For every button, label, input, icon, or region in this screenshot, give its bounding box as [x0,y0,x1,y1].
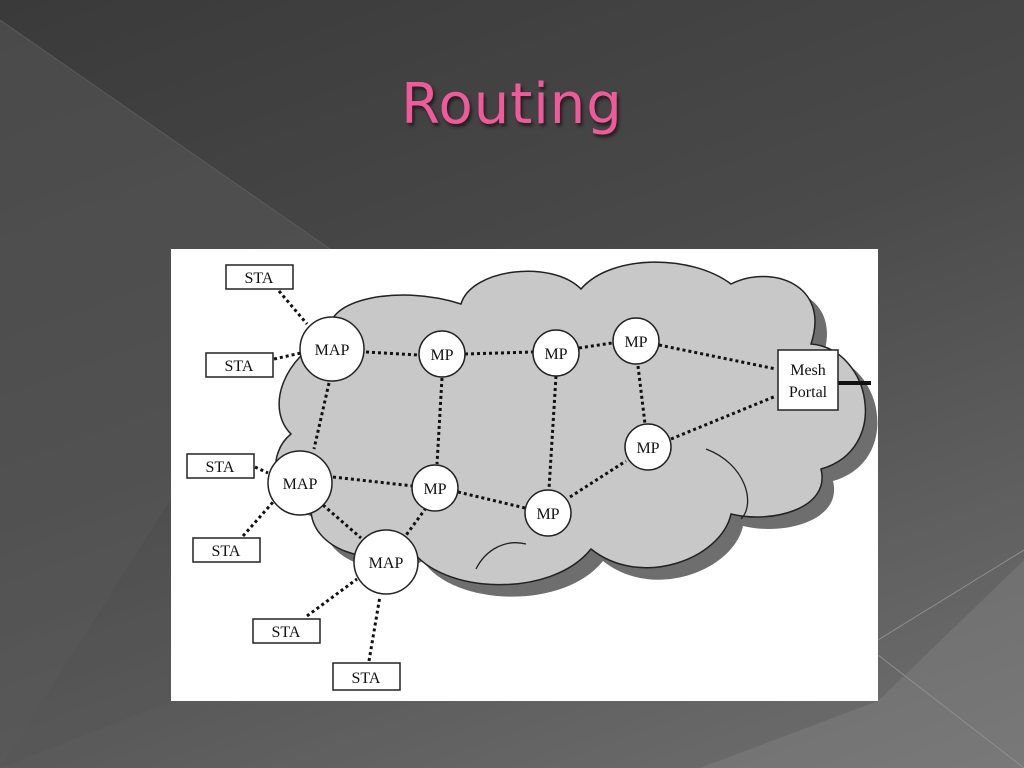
link-mp1-mp2 [464,350,534,356]
link-sta2-map1 [273,351,302,361]
mp-node: MP [532,329,580,377]
link-mp2-mp5 [547,375,558,490]
mp-node: MP [612,317,660,365]
svg-text:Portal: Portal [789,384,828,401]
svg-text:STA: STA [206,459,235,476]
mesh-cloud [275,261,867,586]
svg-text:MP: MP [544,346,567,363]
svg-text:MAP: MAP [283,476,318,493]
svg-text:STA: STA [212,543,241,560]
links-group [241,290,777,662]
link-mp1-mp4 [435,377,444,465]
link-mp3-mp6 [636,365,647,425]
svg-text:STA: STA [225,358,254,375]
map-node: MAP [267,450,333,516]
mp-node: MP [624,423,672,471]
mesh-diagram-svg: MAP MAP MAP MP MP MP MP MP [186,261,878,691]
svg-text:MAP: MAP [369,555,404,572]
svg-text:MP: MP [423,481,446,498]
link-mp5-mp6 [569,459,627,499]
mesh-portal-box: Mesh Portal [777,349,839,411]
link-sta1-map1 [277,290,309,325]
link-map1-mp1 [365,350,419,357]
sta-box: STA [332,662,401,691]
svg-text:STA: STA [272,624,301,641]
link-map2-map3 [322,503,362,540]
svg-text:MP: MP [430,347,453,364]
map-node: MAP [353,529,419,595]
mp-node: MP [524,489,572,537]
sta-box: STA [205,352,274,378]
sta-box: STA [225,264,294,290]
map-node: MAP [299,316,365,382]
link-mp6-portal [670,394,777,441]
link-sta6-map3 [367,595,382,662]
slide-title: Routing [401,72,623,137]
svg-text:MAP: MAP [315,342,350,359]
cloud-lobe-line [475,542,527,570]
mp-node: MP [411,464,459,512]
mp-node: MP [418,330,466,378]
sta-box: STA [252,618,321,644]
link-sta5-map3 [306,577,358,618]
svg-text:Mesh: Mesh [790,362,826,379]
sta-box: STA [186,453,255,479]
mesh-network-diagram: MAP MAP MAP MP MP MP MP MP [171,249,878,701]
link-map2-mp4 [332,475,414,488]
link-map1-map2 [312,382,331,450]
sta-box: STA [192,537,261,563]
link-mp3-portal [658,343,777,371]
link-sta3-map2 [254,465,269,475]
svg-text:STA: STA [352,670,381,687]
svg-text:STA: STA [245,270,274,287]
svg-text:MP: MP [624,334,647,351]
cloud-lobe-line [705,448,749,520]
link-mp4-map3 [402,507,428,539]
link-sta4-map2 [241,500,276,537]
svg-text:MP: MP [536,506,559,523]
svg-text:MP: MP [636,440,659,457]
